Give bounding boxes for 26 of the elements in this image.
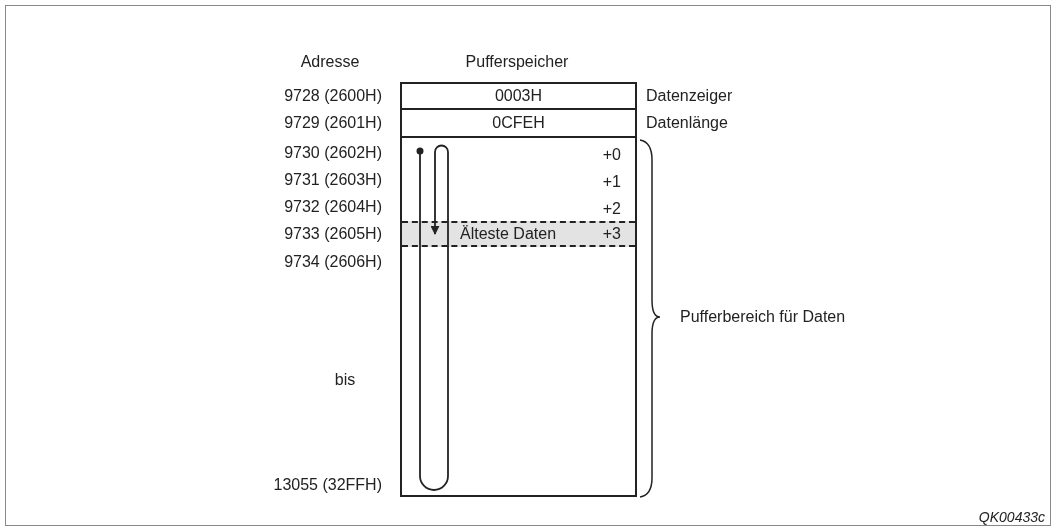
memory-cell xyxy=(400,108,637,138)
address-label: 9734 (2606H) xyxy=(284,253,382,271)
field-caption: Datenzeiger xyxy=(646,87,733,105)
field-caption: Datenlänge xyxy=(646,114,728,132)
offset-label: +2 xyxy=(602,200,621,218)
address-label: 9732 (2604H) xyxy=(284,198,382,216)
column-heading: Pufferspeicher xyxy=(465,53,569,71)
address-label: 13055 (32FFH) xyxy=(273,476,382,494)
range-word: bis xyxy=(334,371,356,389)
address-label: 9728 (2600H) xyxy=(284,87,382,105)
address-label: 9733 (2605H) xyxy=(284,225,382,243)
row-caption: Älteste Daten xyxy=(460,225,557,243)
offset-label: +0 xyxy=(602,146,621,164)
offset-label: +3 xyxy=(602,225,621,243)
offset-label: +1 xyxy=(602,173,621,191)
cell-value: 0003H xyxy=(494,87,543,105)
address-label: 9731 (2603H) xyxy=(284,171,382,189)
address-label: 9729 (2601H) xyxy=(284,114,382,132)
cell-value: 0CFEH xyxy=(492,114,545,132)
column-heading: Adresse xyxy=(300,53,360,71)
buffer-area xyxy=(400,136,637,497)
highlighted-row xyxy=(402,221,635,247)
memory-cell xyxy=(400,82,637,110)
area-caption: Pufferbereich für Daten xyxy=(680,308,846,326)
address-label: 9730 (2602H) xyxy=(284,144,382,162)
figure-code: QK00433c xyxy=(978,508,1045,526)
